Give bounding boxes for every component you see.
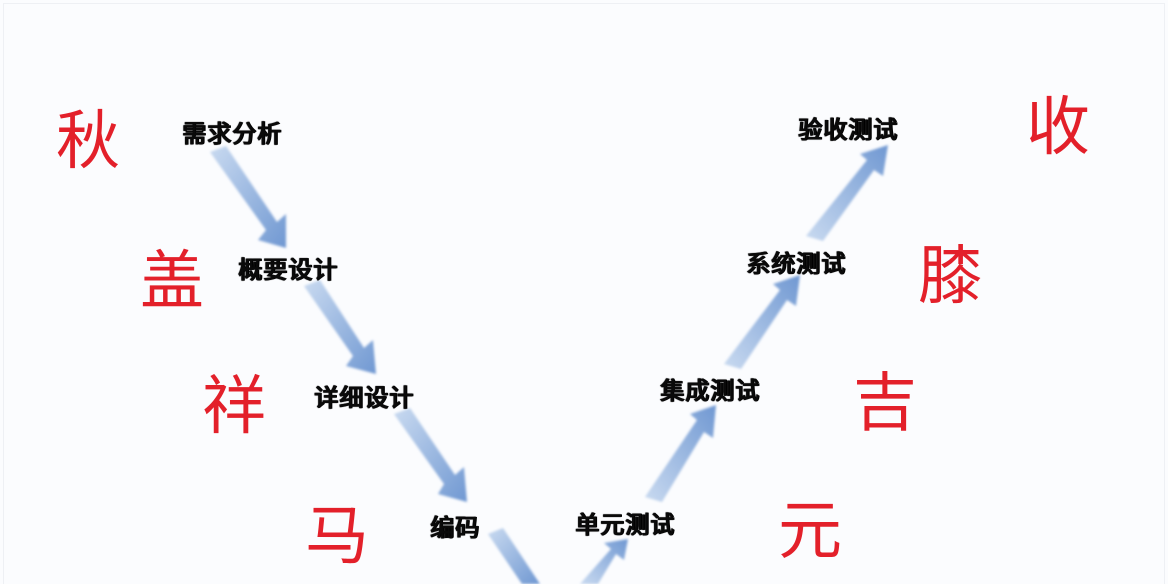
arrow-down-4 [488,528,540,584]
annotation-left-4: 马 [305,500,369,574]
arrow-up-3 [724,275,800,369]
step-unit-testing: 单元测试 [575,511,675,539]
step-acceptance-testing: 验收测试 [798,116,898,144]
arrow-up-2 [645,405,716,502]
diagram-frame [3,3,1165,584]
arrow-down-3 [394,408,467,502]
annotation-left-1: 秋 [56,105,120,179]
annotation-left-2: 盖 [140,245,204,319]
step-requirements-analysis: 需求分析 [182,120,282,148]
annotation-right-3: 吉 [853,367,917,441]
annotation-right-2: 膝 [918,240,982,314]
step-detailed-design: 详细设计 [314,384,414,412]
arrow-up-4 [806,145,888,241]
arrow-up-1 [580,539,628,584]
step-high-level-design: 概要设计 [238,256,338,284]
arrow-down-1 [210,146,286,248]
step-integration-testing: 集成测试 [660,377,760,405]
annotation-left-3: 祥 [202,370,266,444]
arrow-down-2 [304,280,376,374]
annotation-right-4: 元 [778,495,842,569]
annotation-right-1: 收 [1026,91,1090,165]
step-coding: 编码 [430,514,480,542]
step-system-testing: 系统测试 [746,250,846,278]
